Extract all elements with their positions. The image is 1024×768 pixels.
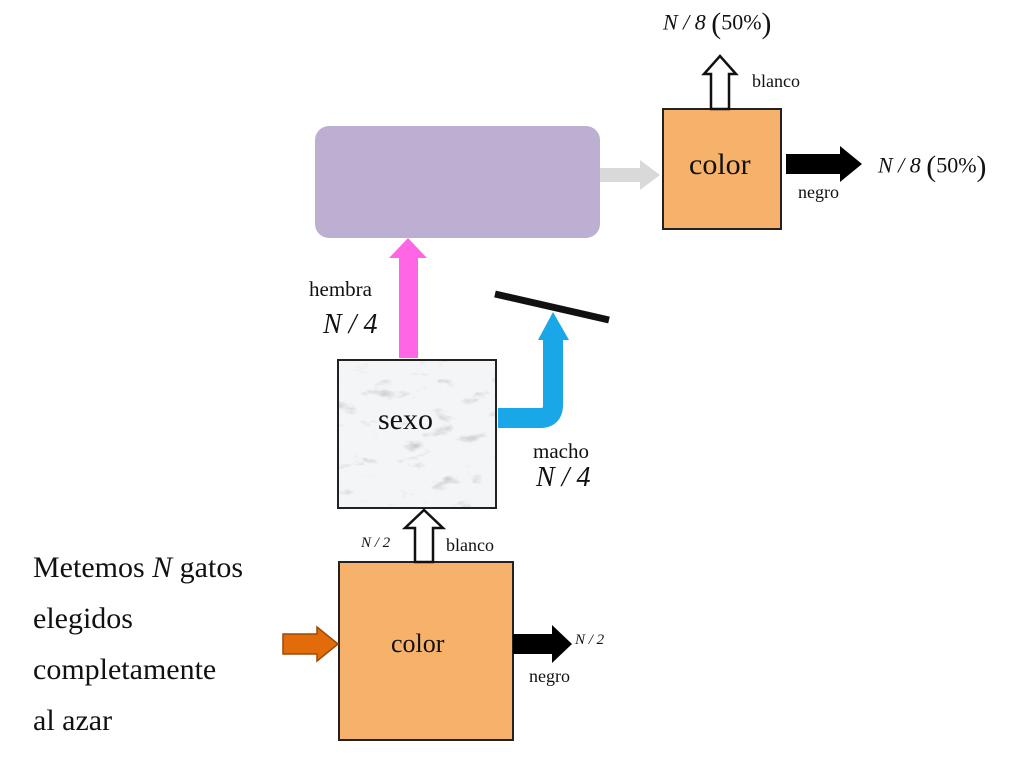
top-blanco-paren-close: ) <box>761 8 772 40</box>
macho-arrow <box>498 338 563 428</box>
intro-line-3: completamente <box>33 653 217 686</box>
top-negro-arrow <box>786 146 862 182</box>
top-negro-count: N / 8 <box>878 152 921 178</box>
bottom-negro-label: negro <box>529 666 570 686</box>
macho-arrow-head <box>538 312 569 340</box>
bottom-color-label: color <box>391 629 445 658</box>
top-negro-percent: 50% <box>936 152 977 178</box>
intro-line-4: al azar <box>33 704 113 737</box>
intro-line-1-after: gatos <box>179 551 243 584</box>
top-color-box <box>662 108 782 230</box>
bottom-blanco-count: N / 2 <box>361 535 391 551</box>
hembra-count: N / 4 <box>323 309 378 340</box>
intro-line-1-before: Metemos <box>33 551 145 584</box>
top-blanco-count: N / 8 <box>663 9 706 35</box>
top-color-label: color <box>689 148 751 181</box>
barrier-line <box>494 290 610 324</box>
top-blanco-label: blanco <box>752 71 800 91</box>
top-negro-paren-open: ( <box>926 151 937 183</box>
gray-arrow <box>600 160 660 190</box>
macho-count: N / 4 <box>536 462 591 493</box>
top-blanco-arrow <box>701 54 739 111</box>
macho-label: macho <box>533 439 589 463</box>
hembra-arrow <box>389 238 427 358</box>
top-negro-paren-close: ) <box>976 151 987 183</box>
purple-box <box>315 126 600 238</box>
input-arrow <box>282 625 340 663</box>
top-blanco-result: N / 8 (50%) <box>663 8 772 40</box>
bottom-negro-count: N / 2 <box>575 632 605 648</box>
bottom-blanco-arrow <box>401 508 447 564</box>
intro-line-1-var: N <box>152 551 173 584</box>
bottom-negro-arrow <box>513 625 572 663</box>
top-negro-result: N / 8 (50%) <box>878 151 987 183</box>
top-blanco-percent: 50% <box>721 9 762 35</box>
sex-box-label: sexo <box>378 403 433 436</box>
sex-box-border <box>337 359 497 509</box>
intro-line-1: Metemos N gatos <box>33 553 243 583</box>
hembra-label: hembra <box>309 277 372 301</box>
top-negro-label: negro <box>798 182 839 202</box>
sex-box-marble <box>338 360 496 508</box>
top-blanco-paren-open: ( <box>711 8 722 40</box>
bottom-blanco-label: blanco <box>446 535 494 555</box>
intro-line-2: elegidos <box>33 602 133 635</box>
